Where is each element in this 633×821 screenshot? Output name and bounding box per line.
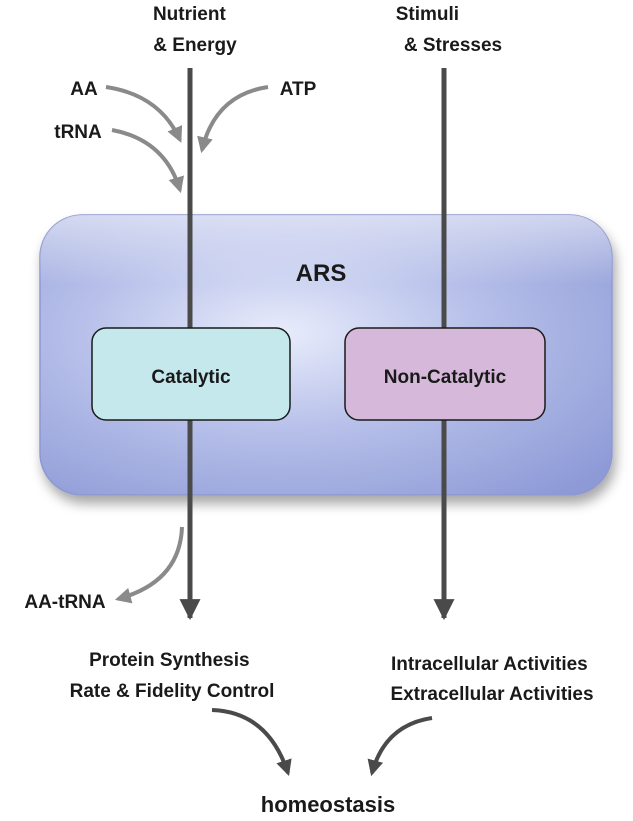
aa-trna-label: AA-tRNA: [24, 592, 106, 613]
ars-title: ARS: [296, 260, 347, 287]
nutrient-label: Nutrient & Energy: [153, 4, 237, 56]
stimuli-label: Stimuli & Stresses: [396, 4, 502, 56]
protein-to-homeostasis-arrow: [211, 708, 292, 777]
non-catalytic-box: Non-Catalytic: [344, 327, 546, 421]
protein-synthesis-label: Protein Synthesis Rate & Fidelity Contro…: [70, 650, 275, 702]
atp-label: ATP: [280, 79, 317, 100]
extracellular-line: Extracellular Activities: [390, 684, 593, 705]
nutrient-line-2: & Energy: [153, 35, 237, 56]
aa-input-arrow: [105, 85, 183, 143]
homeostasis-label: homeostasis: [261, 792, 396, 817]
trna-input-arrow: [111, 128, 184, 194]
catalytic-box: Catalytic: [91, 327, 291, 421]
ars-container: [39, 214, 613, 496]
atp-input-arrow: [197, 85, 269, 154]
non-catalytic-label: Non-Catalytic: [384, 367, 507, 388]
stimuli-line-2: & Stresses: [404, 35, 502, 56]
intracellular-line: Intracellular Activities: [391, 654, 588, 675]
activities-to-homeostasis-arrow: [367, 716, 433, 777]
protein-line-1: Protein Synthesis: [89, 650, 250, 671]
stimuli-line-1: Stimuli: [396, 4, 459, 25]
nutrient-line-1: Nutrient: [153, 4, 227, 25]
aa-label: AA: [70, 79, 98, 100]
activities-label: Intracellular Activities Extracellular A…: [390, 654, 593, 705]
catalytic-label: Catalytic: [151, 367, 231, 388]
protein-line-2: Rate & Fidelity Control: [70, 681, 275, 702]
aa-trna-output-arrow: [114, 526, 184, 604]
trna-label: tRNA: [54, 122, 102, 143]
